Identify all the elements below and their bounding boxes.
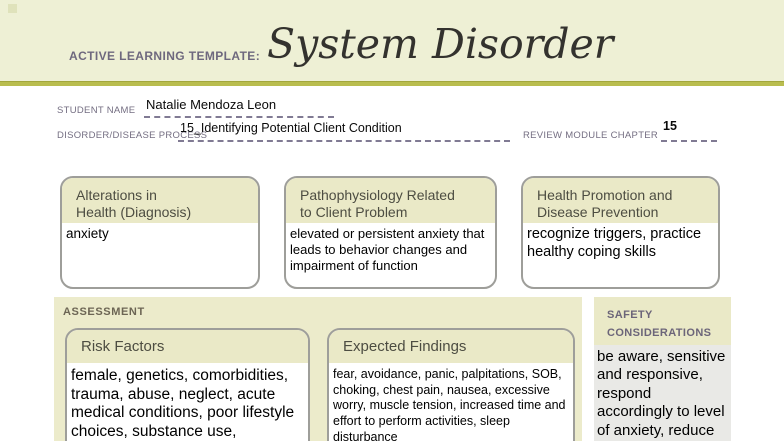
- card-expected-findings-title: Expected Findings: [343, 338, 467, 355]
- card-risk-factors: Risk Factors female, genetics, comorbidi…: [65, 328, 310, 441]
- review-module-chapter-underline: [661, 140, 717, 142]
- review-module-chapter-label: REVIEW MODULE CHAPTER: [523, 130, 659, 141]
- safety-considerations-label: SAFETY CONSIDERATIONS: [607, 309, 712, 339]
- card-pathophysiology-header: Pathophysiology Related to Client Proble…: [286, 178, 495, 223]
- review-module-chapter-field[interactable]: 15: [663, 119, 677, 133]
- safety-considerations-header: SAFETY CONSIDERATIONS: [594, 297, 731, 345]
- assessment-section-label: ASSESSMENT: [63, 306, 145, 318]
- card-pathophysiology-title: Pathophysiology Related to Client Proble…: [300, 187, 455, 220]
- card-expected-findings-header: Expected Findings: [329, 330, 573, 363]
- card-health-promotion-header: Health Promotion and Disease Prevention: [523, 178, 718, 223]
- card-alterations-header: Alterations in Health (Diagnosis): [62, 178, 258, 223]
- card-alterations-content[interactable]: anxiety: [66, 226, 109, 241]
- safety-considerations-section: SAFETY CONSIDERATIONS be aware, sensitiv…: [594, 297, 731, 441]
- card-alterations-in-health: Alterations in Health (Diagnosis) anxiet…: [60, 176, 260, 289]
- card-alterations-title: Alterations in Health (Diagnosis): [76, 187, 192, 220]
- card-risk-factors-content[interactable]: female, genetics, comorbidities, trauma,…: [71, 367, 295, 440]
- student-name-field[interactable]: Natalie Mendoza Leon: [146, 97, 277, 112]
- corner-mark: [8, 4, 17, 13]
- card-health-promotion-title: Health Promotion and Disease Prevention: [537, 187, 673, 220]
- card-expected-findings-content[interactable]: fear, avoidance, panic, palpitations, SO…: [333, 367, 566, 441]
- card-health-promotion-content[interactable]: recognize triggers, practice healthy cop…: [527, 226, 702, 260]
- disorder-process-underline: [178, 140, 510, 142]
- student-name-label: STUDENT NAME: [57, 105, 136, 116]
- card-pathophysiology-content[interactable]: elevated or persistent anxiety that lead…: [290, 226, 485, 273]
- card-pathophysiology: Pathophysiology Related to Client Proble…: [284, 176, 497, 289]
- header-divider: [0, 81, 784, 86]
- card-risk-factors-header: Risk Factors: [67, 330, 308, 363]
- disorder-process-field[interactable]: 15_Identifying Potential Client Conditio…: [180, 121, 402, 135]
- card-expected-findings: Expected Findings fear, avoidance, panic…: [327, 328, 575, 441]
- student-name-underline: [144, 116, 334, 118]
- assessment-section: ASSESSMENT Risk Factors female, genetics…: [54, 297, 582, 441]
- template-header: ACTIVE LEARNING TEMPLATE: System Disorde…: [0, 0, 784, 81]
- page-title: System Disorder: [267, 20, 614, 68]
- template-type-label: ACTIVE LEARNING TEMPLATE:: [69, 49, 261, 63]
- card-health-promotion: Health Promotion and Disease Prevention …: [521, 176, 720, 289]
- safety-considerations-content[interactable]: be aware, sensitive and responsive, resp…: [594, 345, 731, 441]
- disorder-process-label: DISORDER/DISEASE PROCESS: [57, 130, 208, 141]
- card-risk-factors-title: Risk Factors: [81, 338, 165, 355]
